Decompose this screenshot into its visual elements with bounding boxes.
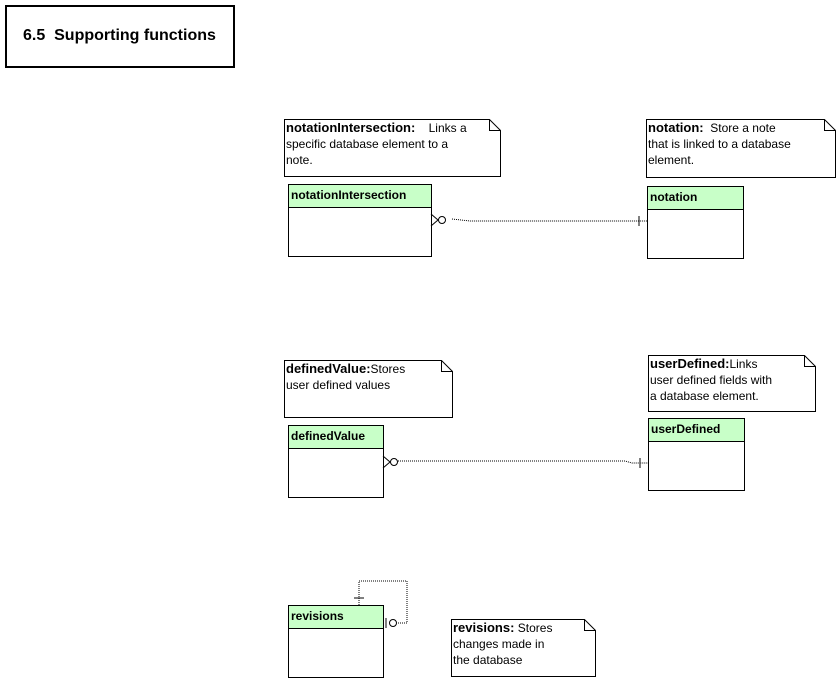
entity-defined-value[interactable]: definedValue [288,425,384,498]
entity-revisions[interactable]: revisions [288,605,384,678]
note-heading: notation: [648,120,704,135]
note-line: user defined fields with [650,373,773,387]
entity-name: notation [648,187,743,210]
section-title: 6.5 Supporting functions [23,27,216,44]
note-shape-revisions [451,619,596,677]
note-line: the database [453,653,523,667]
note-shape-notation [646,119,836,178]
entity-notation[interactable]: notation [647,186,744,259]
note-line: a database element. [650,389,759,403]
entity-notation-intersection[interactable]: notationIntersection [288,184,432,257]
note-line: element. [648,153,695,167]
entity-user-defined[interactable]: userDefined [648,418,745,491]
note-line: specific database element to a [286,137,449,151]
note-line: user defined values [286,378,391,392]
note-user-defined: userDefined:Links user defined fields wi… [648,355,816,412]
entity-name: notationIntersection [289,185,431,208]
relationship-revisions-self [354,580,408,628]
note-defined-value: definedValue:Stores user defined values [284,360,453,418]
note-inline-text: Links [729,357,758,371]
note-line: note. [286,153,313,167]
entity-name: userDefined [649,419,744,442]
entity-name: definedValue [289,426,383,449]
section-title-box: 6.5 Supporting functions [5,5,235,68]
note-shape-notation-intersection [284,119,501,177]
note-inline-text: Store a note [703,121,776,135]
note-heading: definedValue: [286,361,371,376]
note-notation-intersection: notationIntersection: Links a specific d… [284,119,501,177]
entity-name: revisions [289,606,383,629]
note-shape-defined-value [284,360,453,418]
note-inline-text: Links a [415,121,467,135]
note-line: that is linked to a database [648,137,791,151]
note-shape-user-defined [648,355,816,412]
relationship-notation-intersection-to-notation [430,213,647,227]
note-inline-text: Stores [514,621,553,635]
note-inline-text: Stores [370,362,406,376]
note-line: changes made in [453,637,545,651]
note-heading: userDefined: [650,356,730,371]
note-heading: revisions: [453,620,515,635]
note-heading: notationIntersection: [286,120,416,135]
relationship-defined-value-to-user-defined [382,455,648,469]
note-notation: notation: Store a note that is linked to… [646,119,836,178]
note-revisions: revisions: Stores changes made in the da… [451,619,596,677]
